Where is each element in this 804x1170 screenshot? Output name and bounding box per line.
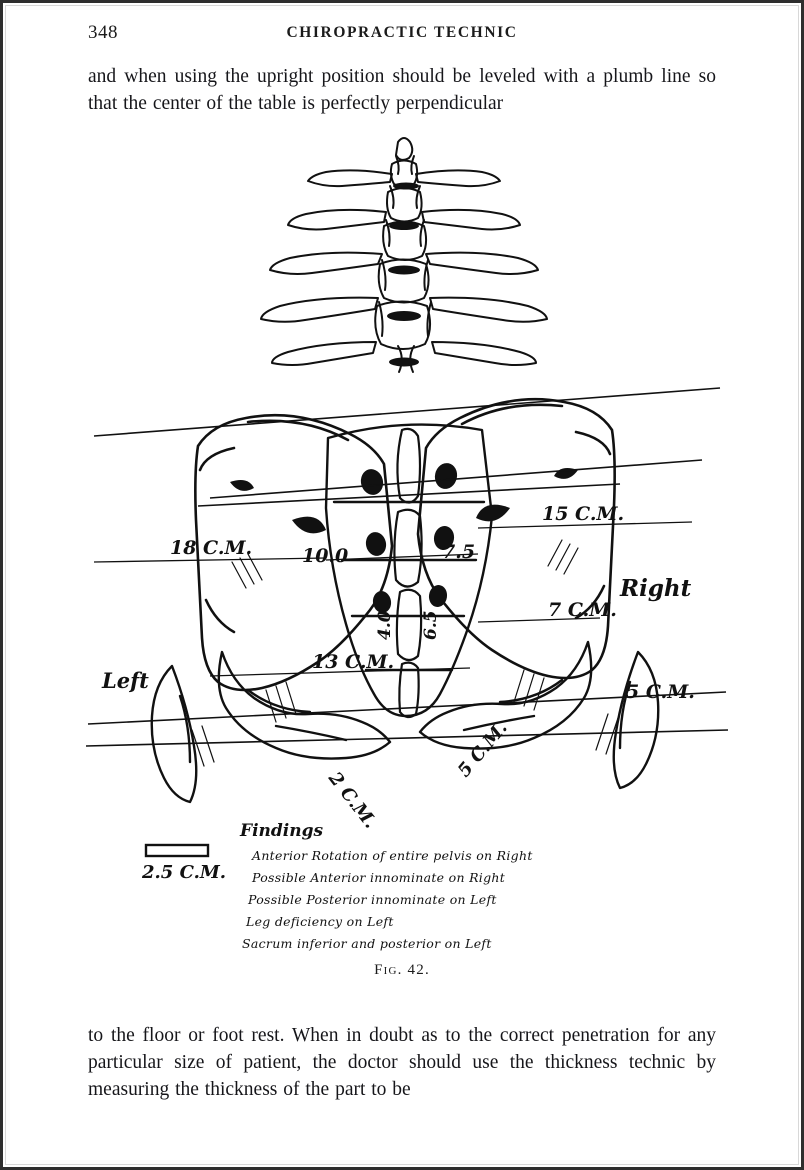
figure-caption: Fig. 42. — [374, 962, 430, 978]
measure-18cm-label: 18 C.M. — [170, 537, 252, 559]
measure-5cm-right-label: 5 C.M. — [626, 681, 695, 703]
measure-15cm-label: 15 C.M. — [542, 503, 624, 525]
measure-10-0-label: 10.0 — [302, 545, 348, 567]
body-paragraph-top: and when using the upright position shou… — [88, 66, 716, 114]
measure-13cm-label: 13 C.M. — [312, 651, 394, 673]
reference-lines — [85, 387, 729, 747]
scale-bar-label: 2.5 C.M. — [141, 862, 226, 883]
findings-line-2: Possible Anterior innominate on Right — [251, 870, 506, 885]
findings-line-4: Leg deficiency on Left — [245, 914, 394, 929]
sacral-canal-coccyx — [393, 427, 423, 719]
findings-line-1: Anterior Rotation of entire pelvis on Ri… — [251, 848, 533, 863]
right-innominate-bone — [416, 397, 616, 680]
measure-7-5-label: 7.5 — [442, 541, 475, 563]
side-label-left: Left — [101, 668, 149, 693]
body-paragraph-bottom: to the floor or foot rest. When in doubt… — [88, 1025, 716, 1100]
measure-5cm-ramus-label: 5 C.M. — [454, 718, 512, 781]
findings-heading: Findings — [239, 821, 323, 841]
lumbar-spine-drawing — [260, 137, 548, 373]
page-number: 348 — [88, 22, 118, 43]
scale-bar: 2.5 C.M. — [141, 843, 226, 883]
findings-line-5: Sacrum inferior and posterior on Left — [242, 936, 492, 951]
running-head: 348 CHIROPRACTIC TECHNIC — [0, 22, 804, 46]
spine-shading — [387, 182, 421, 367]
findings-block: Findings Anterior Rotation of entire pel… — [239, 821, 533, 951]
dimension-lines — [93, 521, 693, 677]
figure-42-illustration: 18 C.M. 15 C.M. 10.0 7.5 13 C.M. 7 C.M. … — [80, 130, 730, 960]
measure-2cm-ramus-label: 2 C.M. — [323, 767, 380, 832]
measure-4-0-vertical-label: 4.0 — [375, 610, 395, 640]
illustration-hatching — [191, 539, 619, 767]
measure-6-5-vertical-label: 6.5 — [421, 610, 441, 640]
book-title: CHIROPRACTIC TECHNIC — [286, 24, 518, 41]
findings-line-3: Possible Posterior innominate on Left — [247, 892, 497, 907]
measure-7cm-label: 7 C.M. — [548, 599, 617, 621]
sacral-foramina — [360, 463, 458, 613]
side-label-right: Right — [619, 575, 692, 602]
femoral-heads — [150, 650, 660, 804]
